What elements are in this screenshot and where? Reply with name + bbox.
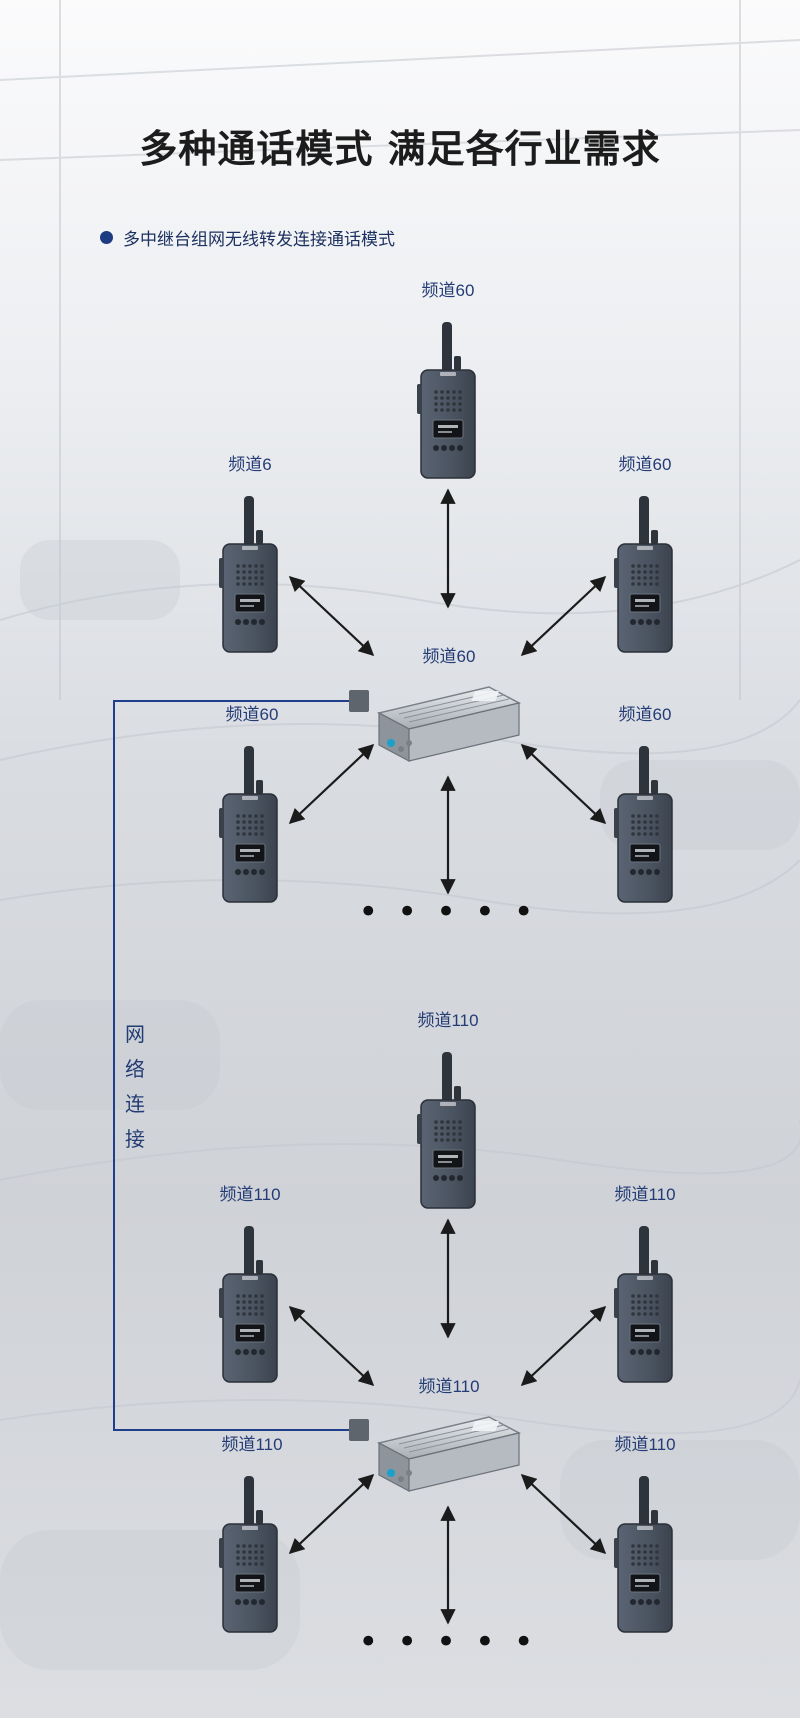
- bidirectional-arrow: [520, 743, 607, 825]
- connector-icon: [349, 1419, 369, 1441]
- network-label-char: 络: [125, 1059, 145, 1081]
- radio-channel-label: 频道110: [614, 1435, 676, 1454]
- walkie-talkie-icon: [613, 1475, 673, 1633]
- walkie-talkie-icon: [613, 1225, 673, 1383]
- bidirectional-arrow: [520, 575, 607, 657]
- mode-subtitle: 多中继台组网无线转发连接通话模式: [100, 225, 395, 250]
- bidirectional-arrow: [288, 743, 375, 825]
- bullet-icon: [100, 231, 113, 244]
- radio-channel-label: 频道60: [618, 705, 672, 724]
- radio-channel-label: 频道110: [219, 1185, 281, 1204]
- walkie-talkie-icon: [416, 1051, 476, 1209]
- radio-channel-label: 频道60: [618, 455, 672, 474]
- radio-channel-label: 频道110: [417, 1011, 479, 1030]
- repeater-channel-label: 频道60: [422, 647, 476, 666]
- repeater-station-icon: [378, 1416, 520, 1492]
- more-devices-ellipsis: • • • • •: [358, 1622, 538, 1662]
- network-connection-label: 网 络 连 接: [122, 1018, 148, 1158]
- more-devices-ellipsis: • • • • •: [358, 892, 538, 932]
- walkie-talkie-icon: [613, 745, 673, 903]
- walkie-talkie-icon: [218, 495, 278, 653]
- bidirectional-arrow: [520, 1473, 607, 1555]
- connector-icon: [349, 690, 369, 712]
- walkie-talkie-icon: [613, 495, 673, 653]
- radio-channel-label: 频道6: [228, 455, 272, 474]
- walkie-talkie-icon: [218, 1475, 278, 1633]
- network-label-char: 连: [125, 1094, 145, 1116]
- walkie-talkie-icon: [416, 321, 476, 479]
- repeater-station-icon: [378, 686, 520, 762]
- page-title: 多种通话模式 满足各行业需求: [139, 126, 661, 171]
- walkie-talkie-icon: [218, 1225, 278, 1383]
- bidirectional-arrow: [520, 1305, 607, 1387]
- network-connection-line: [113, 700, 352, 1431]
- repeater-channel-label: 频道110: [418, 1377, 480, 1396]
- network-label-char: 接: [125, 1129, 145, 1151]
- radio-channel-label: 频道110: [614, 1185, 676, 1204]
- repeater-group: • • • • •: [218, 321, 673, 932]
- radio-channel-label: 频道60: [421, 281, 475, 300]
- radio-channel-label: 频道110: [221, 1435, 283, 1454]
- mode-subtitle-text: 多中继台组网无线转发连接通话模式: [123, 230, 395, 249]
- repeater-group: • • • • •: [218, 1051, 673, 1662]
- bidirectional-arrow: [288, 575, 375, 657]
- bidirectional-arrow: [288, 1305, 375, 1387]
- network-label-char: 网: [125, 1024, 145, 1046]
- radio-channel-label: 频道60: [225, 705, 279, 724]
- walkie-talkie-icon: [218, 745, 278, 903]
- bidirectional-arrow: [288, 1473, 375, 1555]
